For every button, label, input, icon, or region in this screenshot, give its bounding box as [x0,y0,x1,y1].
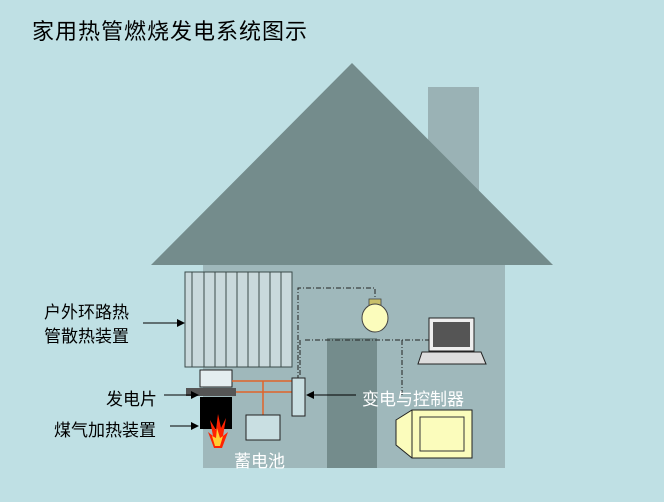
generator-chip [199,369,233,388]
door [327,338,377,468]
battery-label: 蓄电池 [234,452,285,472]
chip-bar [186,388,236,396]
generator-chip-label: 发电片 [106,390,157,410]
label-arrows [143,319,356,430]
gas-heater [200,397,232,429]
radiator-fins [203,272,282,367]
roof [151,63,553,265]
gas-heater-label: 煤气加热装置 [54,421,156,441]
battery [245,414,281,441]
controller-label: 变电与控制器 [362,390,464,410]
diagram-title: 家用热管燃烧发电系统图示 [32,20,309,45]
laptop-icon [417,317,487,365]
radiator-label-line2: 管散热装置 [44,327,129,347]
lightbulb-icon [361,298,389,333]
radiator [184,271,293,368]
flame-icon [208,414,228,448]
power-wires [232,380,292,415]
radiator-label-line1: 户外环路热 [44,303,129,323]
television-icon [395,409,473,459]
controller-box [291,377,306,417]
